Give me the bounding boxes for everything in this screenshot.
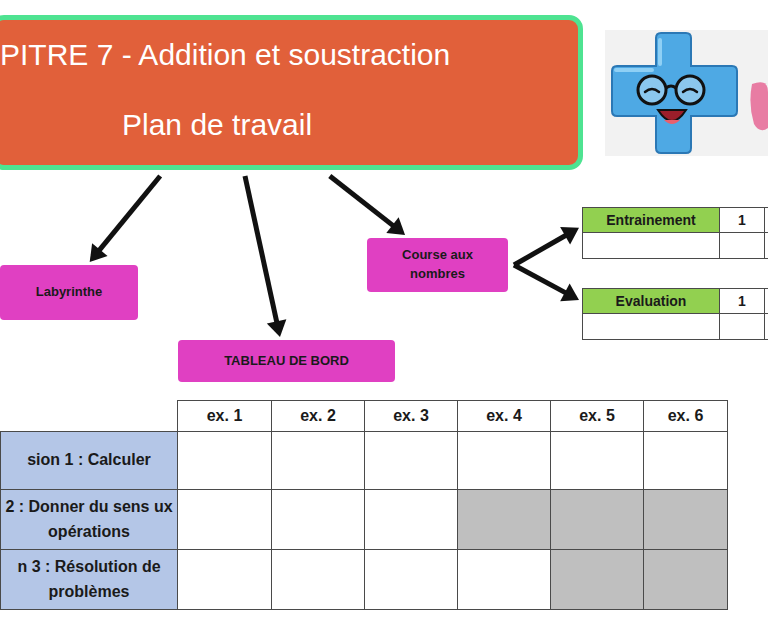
row-heading-cell: n 3 : Résolution de problèmes <box>0 549 178 610</box>
arrowhead <box>560 227 579 244</box>
exercise-cell <box>550 549 644 610</box>
closed-eyes <box>645 89 697 92</box>
chapter-title: PITRE 7 - Addition et soustraction <box>0 38 450 72</box>
plus-highlight <box>616 40 660 70</box>
attempt-number: 1 <box>738 293 746 309</box>
exercise-heading: ex. 6 <box>668 404 704 429</box>
arrowhead <box>90 243 108 262</box>
score-cell <box>719 313 765 340</box>
column-heading-cell: ex. 4 <box>457 400 551 432</box>
column-heading-cell: ex. 3 <box>364 400 458 432</box>
chapter-subtitle: Plan de travail <box>122 108 312 142</box>
smiling-mouth <box>658 110 686 121</box>
minus-character <box>750 82 768 130</box>
exercise-cell <box>271 549 365 610</box>
row-heading-cell: 2 : Donner du sens ux opérations <box>0 489 178 550</box>
exercise-cell <box>457 431 551 490</box>
glasses-bridge <box>666 86 676 88</box>
column-heading-cell: ex. 2 <box>271 400 365 432</box>
plus-character <box>612 33 737 153</box>
column-heading-cell: ex. 5 <box>550 400 644 432</box>
score-cell <box>764 288 768 314</box>
activity-box: TABLEAU DE BORD <box>178 340 395 382</box>
row-heading-cell: sion 1 : Calculer <box>0 431 178 490</box>
exercise-cell <box>364 489 458 550</box>
arrow-shaft <box>514 235 567 265</box>
exercise-heading: ex. 3 <box>393 404 429 429</box>
score-cell <box>764 313 768 340</box>
score-cell: 1 <box>719 288 765 314</box>
exercise-heading: ex. 4 <box>486 404 522 429</box>
arrow-shaft <box>514 265 567 293</box>
exercise-cell <box>177 549 272 610</box>
exercise-cell <box>550 489 644 550</box>
activity-label: TABLEAU DE BORD <box>224 352 349 371</box>
exercise-cell <box>550 431 644 490</box>
score-cell <box>764 207 768 233</box>
exercise-cell <box>177 431 272 490</box>
score-table: Entrainement 1 <box>582 207 768 259</box>
score-table: Evaluation 1 <box>582 288 768 340</box>
header-cell: Evaluation <box>582 288 720 314</box>
exercise-heading: ex. 1 <box>207 404 243 429</box>
score-cell <box>764 232 768 259</box>
exercise-cell <box>643 431 728 490</box>
exercise-cell <box>643 489 728 550</box>
attempt-number: 1 <box>738 212 746 228</box>
arrow-shaft <box>99 176 161 251</box>
score-cell <box>582 232 720 259</box>
header-cell: Entrainement <box>582 207 720 233</box>
score-cell: 1 <box>719 207 765 233</box>
activity-box: Course aux nombres <box>367 238 508 292</box>
exercise-heading: ex. 5 <box>579 404 615 429</box>
title-box: PITRE 7 - Addition et soustractionPlan d… <box>0 15 583 170</box>
arrowhead <box>386 217 405 235</box>
exercise-cell <box>457 489 551 550</box>
activity-label: Labyrinthe <box>36 283 102 302</box>
activity-label: Course aux nombres <box>388 246 488 284</box>
table-heading: Entrainement <box>606 212 695 228</box>
activity-box: Labyrinthe <box>0 265 138 320</box>
mission-heading: n 3 : Résolution de problèmes <box>5 555 173 605</box>
exercise-cell <box>364 431 458 490</box>
mission-heading: sion 1 : Calculer <box>27 448 151 473</box>
arrow-connector <box>90 176 160 262</box>
arrowhead <box>267 319 287 337</box>
exercise-cell <box>177 489 272 550</box>
exercise-heading: ex. 2 <box>300 404 336 429</box>
exercise-cell <box>457 549 551 610</box>
mission-heading: 2 : Donner du sens ux opérations <box>5 495 173 545</box>
arrow-connector <box>330 176 405 235</box>
arrow-shaft <box>330 176 394 226</box>
score-cell <box>582 313 720 340</box>
arrow-connector <box>514 265 579 301</box>
arrowhead <box>560 284 579 302</box>
column-heading-cell: ex. 6 <box>643 400 728 432</box>
exercise-cell <box>271 489 365 550</box>
arrow-shaft <box>245 176 277 323</box>
illustration-ground <box>605 30 768 156</box>
tongue <box>664 120 680 124</box>
table-heading: Evaluation <box>616 293 687 309</box>
exercise-cell <box>364 549 458 610</box>
arrow-connector <box>514 227 579 265</box>
exercise-cell <box>643 549 728 610</box>
score-cell <box>719 232 765 259</box>
column-heading-cell: ex. 1 <box>177 400 272 432</box>
arrow-connector <box>245 176 286 337</box>
exercise-cell <box>271 431 365 490</box>
